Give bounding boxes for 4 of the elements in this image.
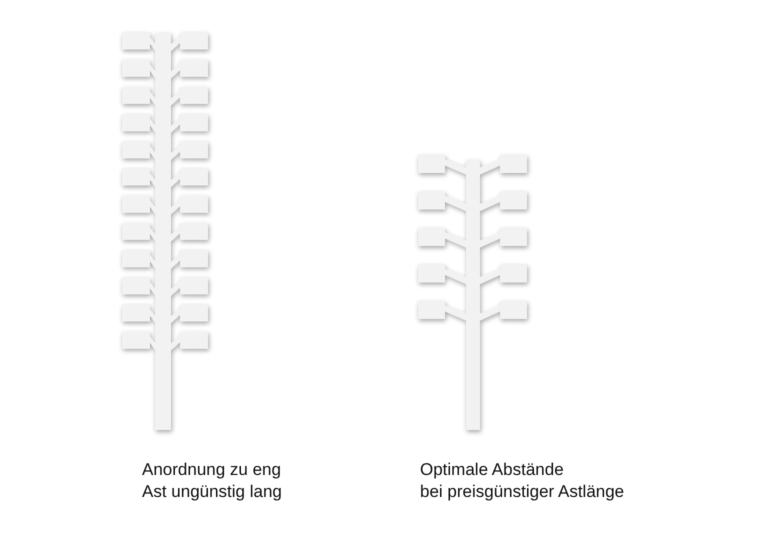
caption: Optimale Abstände [420,460,564,480]
caption: bei preisgünstiger Astlänge [420,482,624,502]
caption: Ast ungünstig lang [142,482,282,502]
caption: Anordnung zu eng [142,460,281,480]
